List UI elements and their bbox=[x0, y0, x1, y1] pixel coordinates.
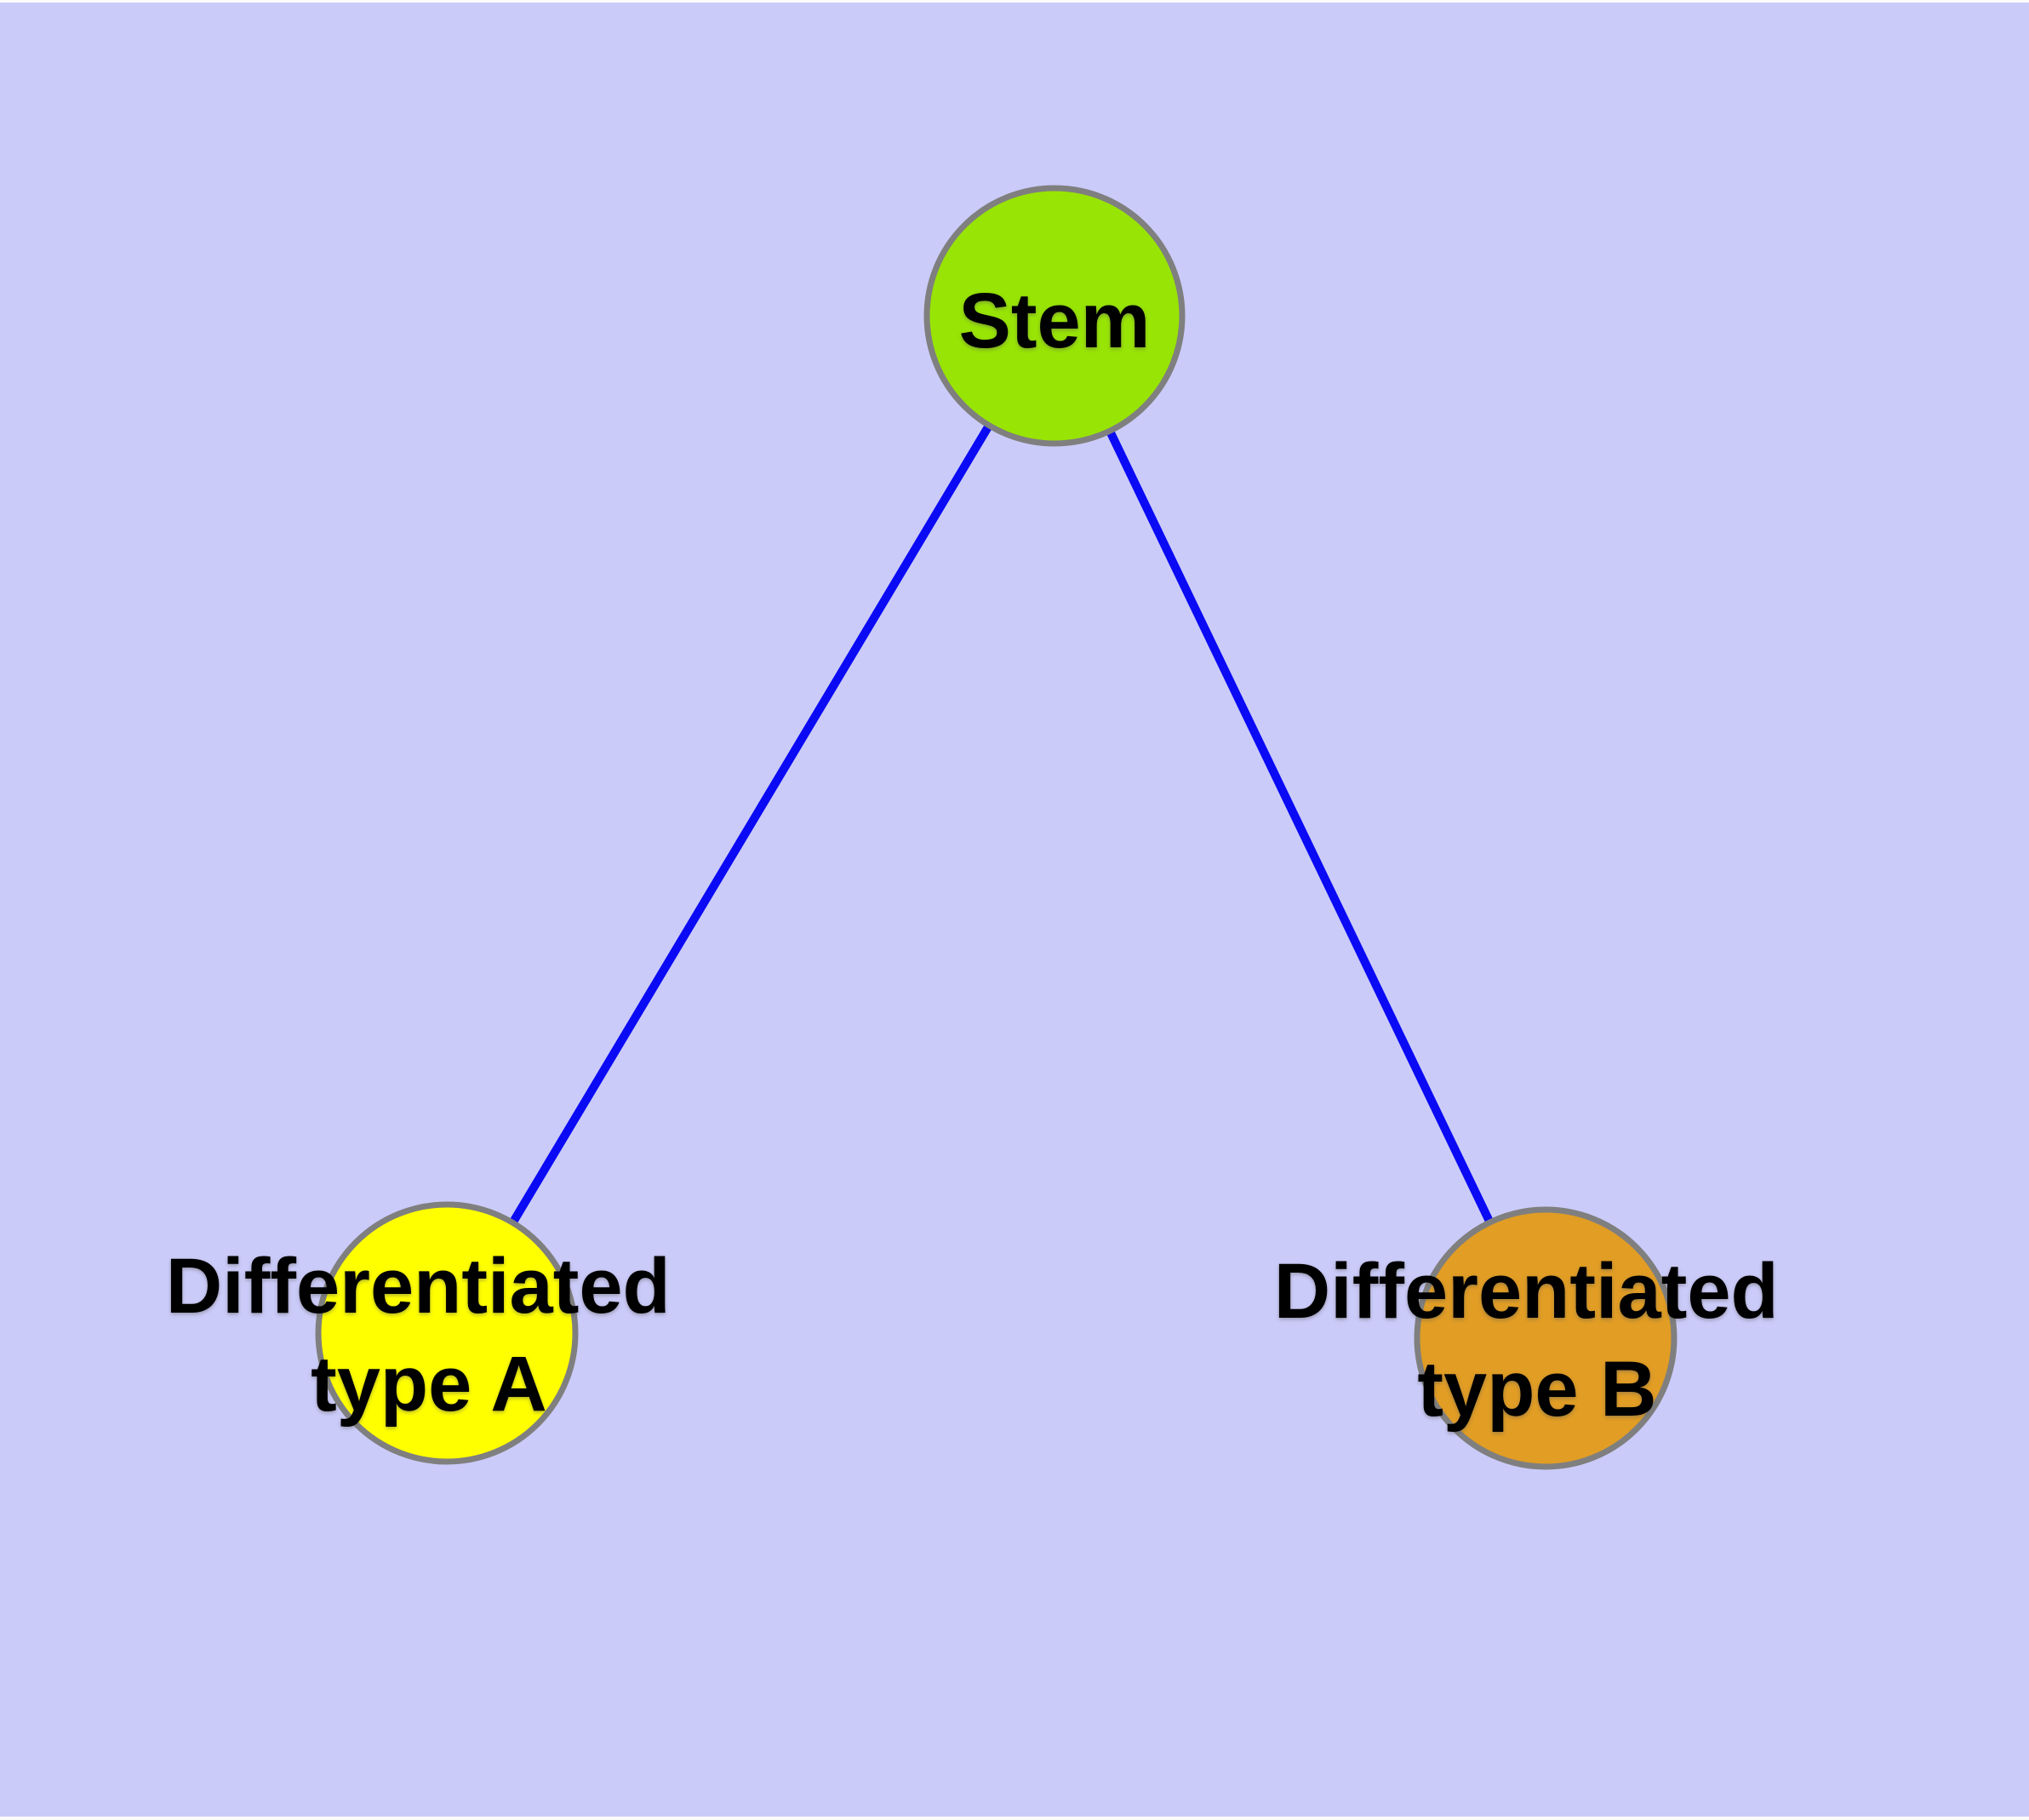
node-stem-label: Stem bbox=[959, 278, 1151, 364]
edge-stem-to-type-a bbox=[443, 313, 1059, 1336]
edge-group bbox=[443, 313, 1550, 1341]
node-stem-label-line1: Stem bbox=[959, 278, 1151, 364]
edge-stem-to-type-b bbox=[1050, 313, 1550, 1341]
node-type-b: Differentiated type B bbox=[1274, 1206, 1801, 1470]
bottom-edge-strip bbox=[0, 1817, 2029, 1820]
node-type-a-label-line2: type A bbox=[311, 1341, 547, 1428]
node-stem-circle bbox=[923, 185, 1186, 447]
node-type-a-circle bbox=[315, 1201, 579, 1465]
node-type-a-label: Differentiated type A bbox=[166, 1243, 693, 1428]
node-type-b-label-line1: Differentiated bbox=[1274, 1248, 1779, 1335]
node-type-a-label-line1: Differentiated bbox=[166, 1243, 671, 1330]
node-type-b-label: Differentiated type B bbox=[1274, 1248, 1801, 1433]
node-stem: Stem bbox=[923, 185, 1186, 447]
node-type-b-label-line2: type B bbox=[1417, 1346, 1656, 1433]
node-type-a: Differentiated type A bbox=[166, 1201, 693, 1465]
top-edge-strip bbox=[0, 0, 2029, 3]
node-type-b-circle bbox=[1414, 1206, 1677, 1470]
